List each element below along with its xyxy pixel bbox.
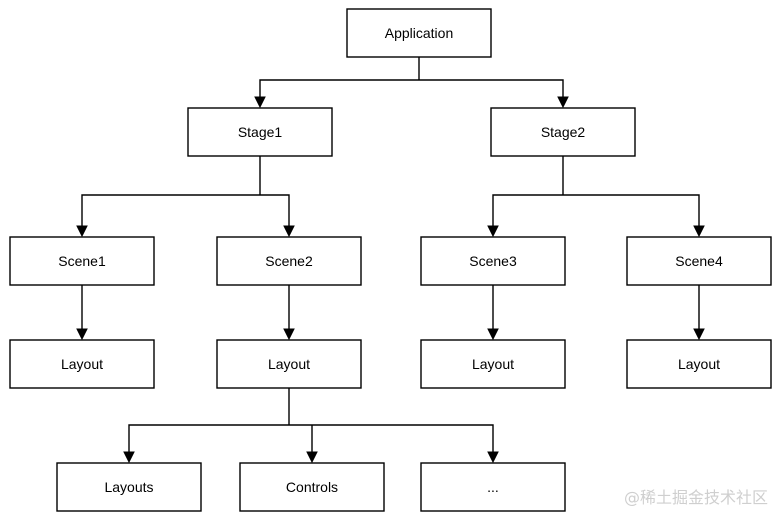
node-layout-2-label: Layout [268, 356, 310, 372]
node-scene2-label: Scene2 [265, 253, 313, 269]
arrowhead-stage2 [557, 96, 569, 109]
node-more: ... [420, 462, 566, 512]
arrowhead-controls [306, 451, 318, 464]
arrowhead-layout3 [487, 328, 499, 341]
arrowheads [76, 96, 705, 464]
node-controls: Controls [239, 462, 385, 512]
watermark-text: @稀土掘金技术社区 [623, 488, 768, 507]
node-scene3-label: Scene3 [469, 253, 517, 269]
arrowhead-scene1 [76, 225, 88, 238]
arrowhead-layout2 [283, 328, 295, 341]
node-layouts-label: Layouts [104, 479, 153, 495]
node-scene2: Scene2 [216, 236, 362, 286]
node-application: Application [346, 8, 492, 58]
arrowhead-stage1 [254, 96, 266, 109]
node-scene1: Scene1 [9, 236, 155, 286]
arrowhead-layout4 [693, 328, 705, 341]
node-layout-1-label: Layout [61, 356, 103, 372]
node-layout-4-label: Layout [678, 356, 720, 372]
arrowhead-scene3 [487, 225, 499, 238]
node-application-label: Application [385, 25, 454, 41]
node-layout-1: Layout [9, 339, 155, 389]
node-layout-4: Layout [626, 339, 772, 389]
arrowhead-scene2 [283, 225, 295, 238]
node-scene3: Scene3 [420, 236, 566, 286]
node-scene1-label: Scene1 [58, 253, 106, 269]
node-more-label: ... [487, 479, 499, 495]
node-scene4-label: Scene4 [675, 253, 723, 269]
edge-application-to-stages [259, 57, 564, 103]
arrowhead-scene4 [693, 225, 705, 238]
node-controls-label: Controls [286, 479, 338, 495]
node-layout-3-label: Layout [472, 356, 514, 372]
node-scene4: Scene4 [626, 236, 772, 286]
node-layout-2: Layout [216, 339, 362, 389]
node-stage2-label: Stage2 [541, 124, 586, 140]
edge-layout-to-children [128, 388, 494, 458]
edge-stage2-to-scenes [492, 156, 700, 232]
node-layouts: Layouts [56, 462, 202, 512]
node-layout-3: Layout [420, 339, 566, 389]
edge-stage1-to-scenes [81, 156, 290, 232]
node-stage1: Stage1 [187, 107, 333, 157]
node-stage2: Stage2 [490, 107, 636, 157]
arrowhead-more [487, 451, 499, 464]
arrowhead-layouts [123, 451, 135, 464]
arrowhead-layout1 [76, 328, 88, 341]
node-stage1-label: Stage1 [238, 124, 283, 140]
